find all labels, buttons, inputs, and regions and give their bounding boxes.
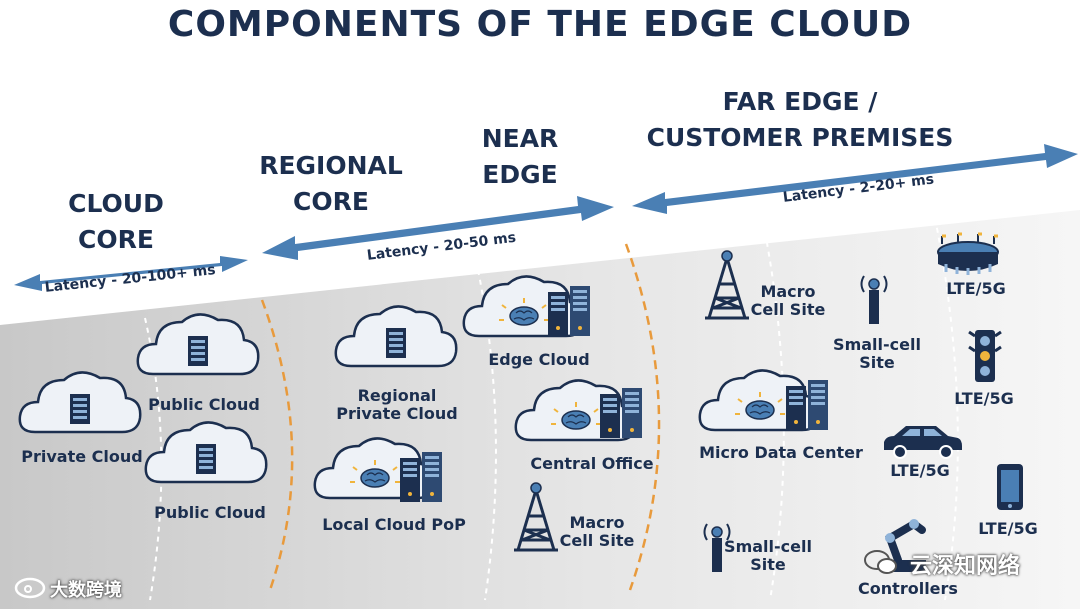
car-lte-label: LTE/5G (890, 461, 950, 480)
label-line: Small-cell (724, 537, 812, 556)
zone-cloud-core: CLOUD CORE (46, 186, 186, 258)
zone-line: REGIONAL (259, 151, 403, 180)
zone-line: FAR EDGE / (722, 87, 878, 116)
label-line: Site (859, 353, 895, 372)
zone-near-edge: NEAR EDGE (460, 121, 580, 193)
macro-cell-tower-icon (512, 481, 560, 552)
macro-cell-label: Macro Cell Site (748, 283, 828, 319)
page-title: COMPONENTS OF THE EDGE CLOUD (167, 4, 913, 45)
zone-line: CORE (78, 225, 154, 254)
traffic-light-icon (968, 330, 1002, 382)
stadium-icon (937, 232, 999, 275)
private-cloud-label: Private Cloud (21, 447, 143, 466)
stadium-lte-label: LTE/5G (946, 279, 1006, 298)
watermark-left: 大数跨境 (50, 580, 122, 601)
phone-lte-label: LTE/5G (978, 519, 1038, 538)
latency-arrow-regional (262, 196, 614, 260)
small-cell-icon (860, 275, 888, 325)
edge-cloud-label: Edge Cloud (488, 350, 590, 369)
zone-regional-core: REGIONAL CORE (246, 148, 416, 220)
label-line: Small-cell (833, 335, 921, 354)
micro-data-center-label: Micro Data Center (699, 443, 863, 462)
label-line: Cell Site (559, 531, 635, 550)
macro-cell-label: Macro Cell Site (556, 514, 638, 550)
zone-line: CUSTOMER PREMISES (646, 123, 954, 152)
latency-arrow-far-edge (632, 144, 1078, 214)
controllers-label: Controllers (858, 579, 958, 598)
wechat-watermark-icon (864, 550, 897, 574)
label-line: Macro (569, 513, 625, 532)
divider-near-far (624, 243, 661, 591)
macro-cell-tower-icon (703, 249, 751, 320)
divider-cloud-regional (260, 299, 294, 591)
small-cell-label: Small-cell Site (832, 336, 922, 372)
label-line: Site (750, 555, 786, 574)
regional-private-cloud-label: Regional Private Cloud (330, 387, 464, 423)
public-cloud-icon (144, 421, 268, 484)
public-cloud-icon (136, 313, 260, 376)
latency-arrow-cloud-core (14, 256, 248, 291)
public-cloud-label: Public Cloud (154, 503, 266, 522)
weibo-watermark-icon (14, 577, 46, 599)
label-line: Private Cloud (336, 404, 458, 423)
zone-far-edge: FAR EDGE / CUSTOMER PREMISES (630, 84, 970, 156)
small-cell-label: Small-cell Site (722, 538, 814, 574)
label-line: Macro (760, 282, 816, 301)
local-cloud-pop-label: Local Cloud PoP (322, 515, 466, 534)
label-line: Regional (357, 386, 437, 405)
label-line: Cell Site (750, 300, 826, 319)
central-office-label: Central Office (530, 454, 654, 473)
car-icon (884, 426, 962, 459)
private-cloud-icon (18, 371, 142, 434)
zone-line: NEAR (481, 124, 559, 153)
phone-icon (997, 464, 1023, 510)
traffic-lte-label: LTE/5G (954, 389, 1014, 408)
public-cloud-label: Public Cloud (148, 395, 260, 414)
watermark-right: 云深知网络 (910, 554, 1021, 579)
zone-line: CLOUD (68, 189, 164, 218)
regional-private-cloud-icon (334, 305, 458, 368)
zone-line: EDGE (482, 160, 558, 189)
zone-line: CORE (293, 187, 369, 216)
